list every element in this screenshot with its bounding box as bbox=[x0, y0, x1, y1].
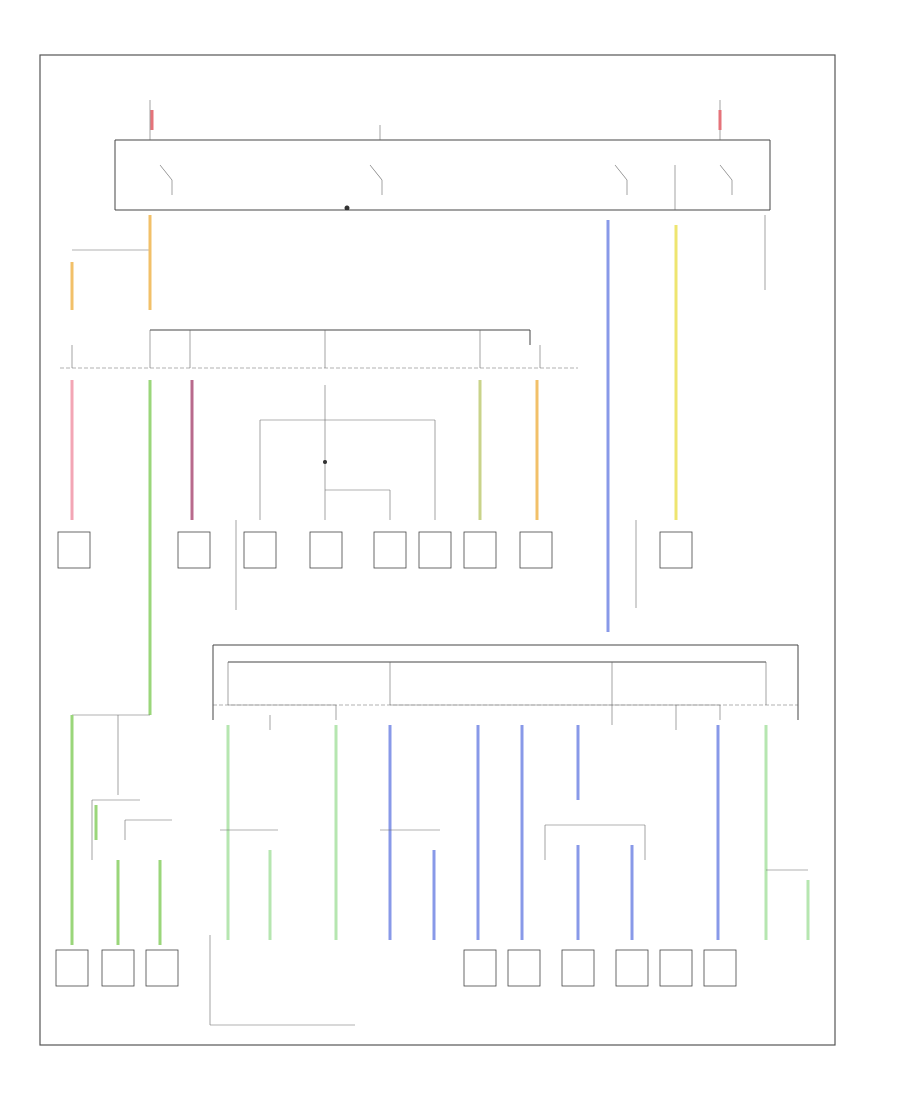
component-box bbox=[561, 949, 595, 987]
upper-components bbox=[57, 520, 693, 610]
switch-contact-4 bbox=[719, 164, 733, 195]
component-box bbox=[659, 949, 693, 987]
switch-contact-3 bbox=[614, 164, 628, 195]
switch-contact-1 bbox=[159, 164, 173, 195]
component-box bbox=[519, 531, 553, 569]
component-box bbox=[177, 531, 211, 569]
component-box bbox=[309, 531, 343, 569]
component-box bbox=[101, 949, 135, 987]
switch-contact-2 bbox=[369, 164, 383, 195]
component-box bbox=[145, 949, 179, 987]
junction-node bbox=[344, 205, 350, 211]
component-box bbox=[463, 949, 497, 987]
component-box bbox=[243, 531, 277, 569]
ignition-switch bbox=[114, 100, 771, 211]
component-box bbox=[55, 949, 89, 987]
component-box bbox=[418, 531, 452, 569]
lower-left-relays bbox=[72, 714, 172, 860]
component-box bbox=[57, 531, 91, 569]
component-box bbox=[507, 949, 541, 987]
middle-branch bbox=[259, 385, 436, 520]
diagram-frame bbox=[39, 54, 836, 1046]
lower-fuse-panel bbox=[212, 644, 799, 720]
component-box bbox=[463, 531, 497, 569]
component-box bbox=[659, 531, 693, 569]
lower-components bbox=[55, 935, 737, 1026]
component-box bbox=[615, 949, 649, 987]
upper-fuse-panel bbox=[60, 329, 578, 369]
central-module bbox=[544, 705, 677, 860]
component-box bbox=[703, 949, 737, 987]
component-box bbox=[373, 531, 407, 569]
